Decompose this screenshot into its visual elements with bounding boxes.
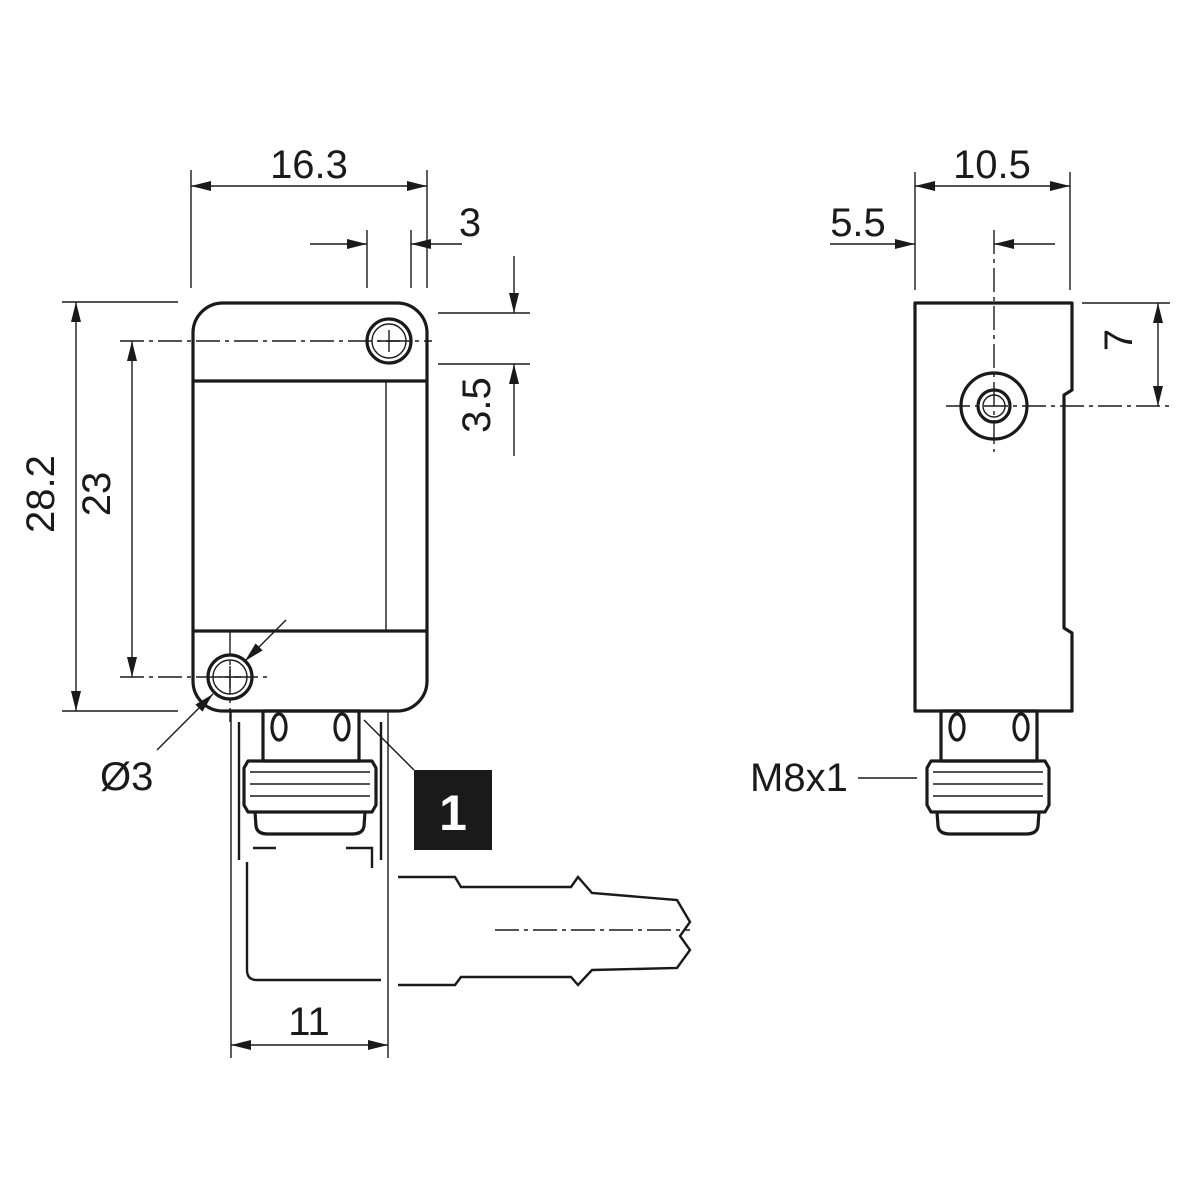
dim-hole-diameter-label: Ø3 [100, 755, 153, 799]
callout-1-badge: 1 [414, 770, 492, 850]
dimension-height-28-2: 28.2 [19, 301, 178, 712]
dimension-hole-height-7: 7 [1082, 302, 1170, 406]
dim-depth-label: 10.5 [953, 143, 1031, 187]
dim-hole-spacing-label: 23 [75, 472, 119, 517]
dim-offset-label: 3 [459, 201, 481, 245]
side-connector [925, 709, 1051, 836]
callout-1-label: 1 [439, 785, 467, 841]
thread-annotation: M8x1 [750, 756, 917, 800]
dimension-hole-diameter: Ø3 [100, 619, 287, 799]
dimension-offset-3: 3 [310, 201, 481, 288]
dim-height-label: 28.2 [19, 455, 63, 533]
thread-label: M8x1 [750, 756, 848, 800]
dim-hole-height-label: 7 [1097, 329, 1141, 351]
dimension-depth-10-5: 10.5 [914, 143, 1071, 290]
callout-leader [363, 719, 415, 771]
front-view: 1 16.3 3 3.5 2 [19, 143, 692, 1058]
dimension-hole-offset-3-5: 3.5 [438, 256, 530, 456]
dimension-plug-width-11: 11 [231, 1000, 388, 1050]
right-angle-plug-outline [230, 711, 692, 1058]
dimension-hole-spacing-23: 23 [75, 341, 137, 677]
dim-plug-width-label: 11 [288, 1000, 330, 1044]
dim-center-offset-label: 5.5 [830, 201, 886, 245]
dim-hole-offset-label: 3.5 [455, 377, 499, 433]
dim-width-label: 16.3 [270, 143, 348, 187]
side-view: M8x1 10.5 5.5 7 [750, 143, 1170, 836]
dimension-center-offset-5-5: 5.5 [830, 201, 1055, 249]
front-connector [242, 709, 378, 836]
dimension-width-16-3: 16.3 [190, 143, 428, 288]
